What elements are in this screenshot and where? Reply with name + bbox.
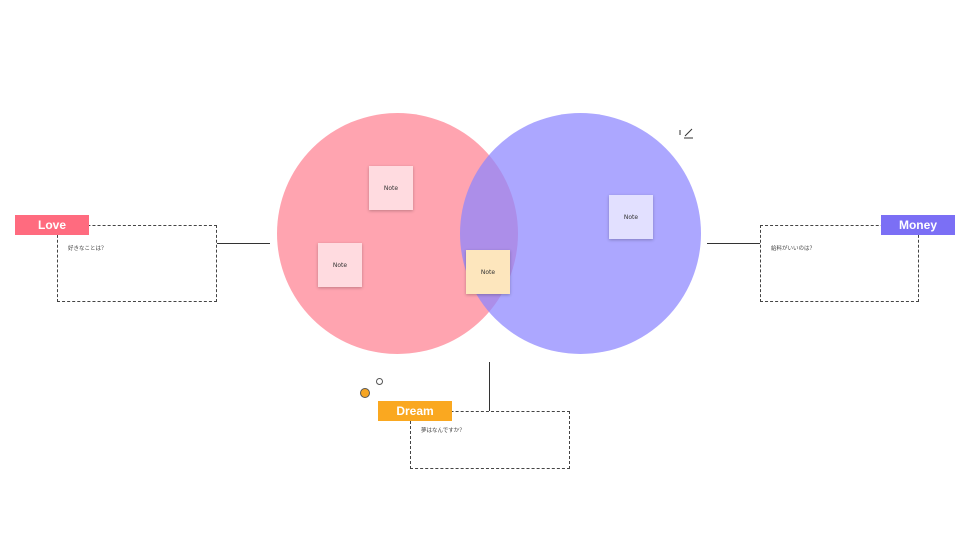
money-answer-box[interactable] (760, 225, 919, 302)
love-answer-box[interactable] (57, 225, 217, 302)
connector-money (707, 243, 760, 244)
dream-answer-box[interactable] (410, 411, 570, 469)
sticky-note[interactable]: Note (318, 243, 362, 287)
venn-circle-money[interactable] (460, 113, 701, 354)
money-label[interactable]: Money (881, 215, 955, 235)
dream-label[interactable]: Dream (378, 401, 452, 421)
sticky-note[interactable]: Note (609, 195, 653, 239)
pen-icon (679, 128, 693, 139)
connector-love (217, 243, 270, 244)
sticky-note[interactable]: Note (369, 166, 413, 210)
love-question: 好きなことは？ (68, 246, 107, 252)
money-question: 給料がいいのは？ (771, 246, 816, 252)
connector-dream (489, 362, 490, 411)
dream-question: 夢はなんですか？ (421, 428, 465, 434)
small-circle-icon (376, 378, 383, 385)
orange-dot-icon (360, 388, 370, 398)
sticky-note[interactable]: Note (466, 250, 510, 294)
love-label[interactable]: Love (15, 215, 89, 235)
